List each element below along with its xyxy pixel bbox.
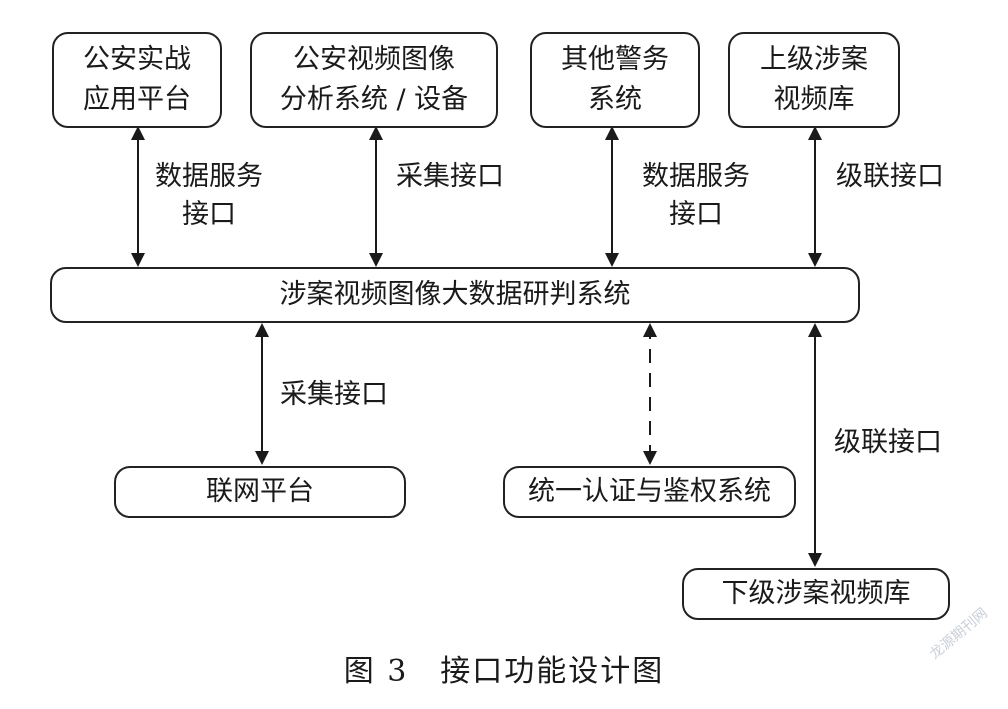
box-upper-case-video-db: 上级涉案 视频库 (728, 32, 900, 128)
label-data-service-interface-1: 数据服务 接口 (155, 161, 263, 230)
figure-caption: 图 3 接口功能设计图 (343, 654, 665, 689)
box-lower-case-video-db: 下级涉案视频库 (682, 568, 950, 620)
label-collection-interface-bottom: 采集接口 (280, 379, 388, 410)
box-other-police-system: 其他警务 系统 (530, 32, 700, 128)
label-cascade-interface-bottom: 级联接口 (834, 427, 942, 458)
box-networking-platform: 联网平台 (114, 466, 406, 518)
label-cascade-interface-top: 级联接口 (836, 161, 944, 192)
label-data-service-interface-2: 数据服务 接口 (642, 161, 750, 230)
box-video-analysis-system: 公安视频图像 分析系统 / 设备 (250, 32, 498, 128)
box-public-security-platform: 公安实战 应用平台 (52, 32, 222, 128)
box-auth-system: 统一认证与鉴权系统 (503, 466, 796, 518)
label-collection-interface-top: 采集接口 (396, 161, 504, 192)
box-central-analysis-system: 涉案视频图像大数据研判系统 (50, 267, 860, 323)
